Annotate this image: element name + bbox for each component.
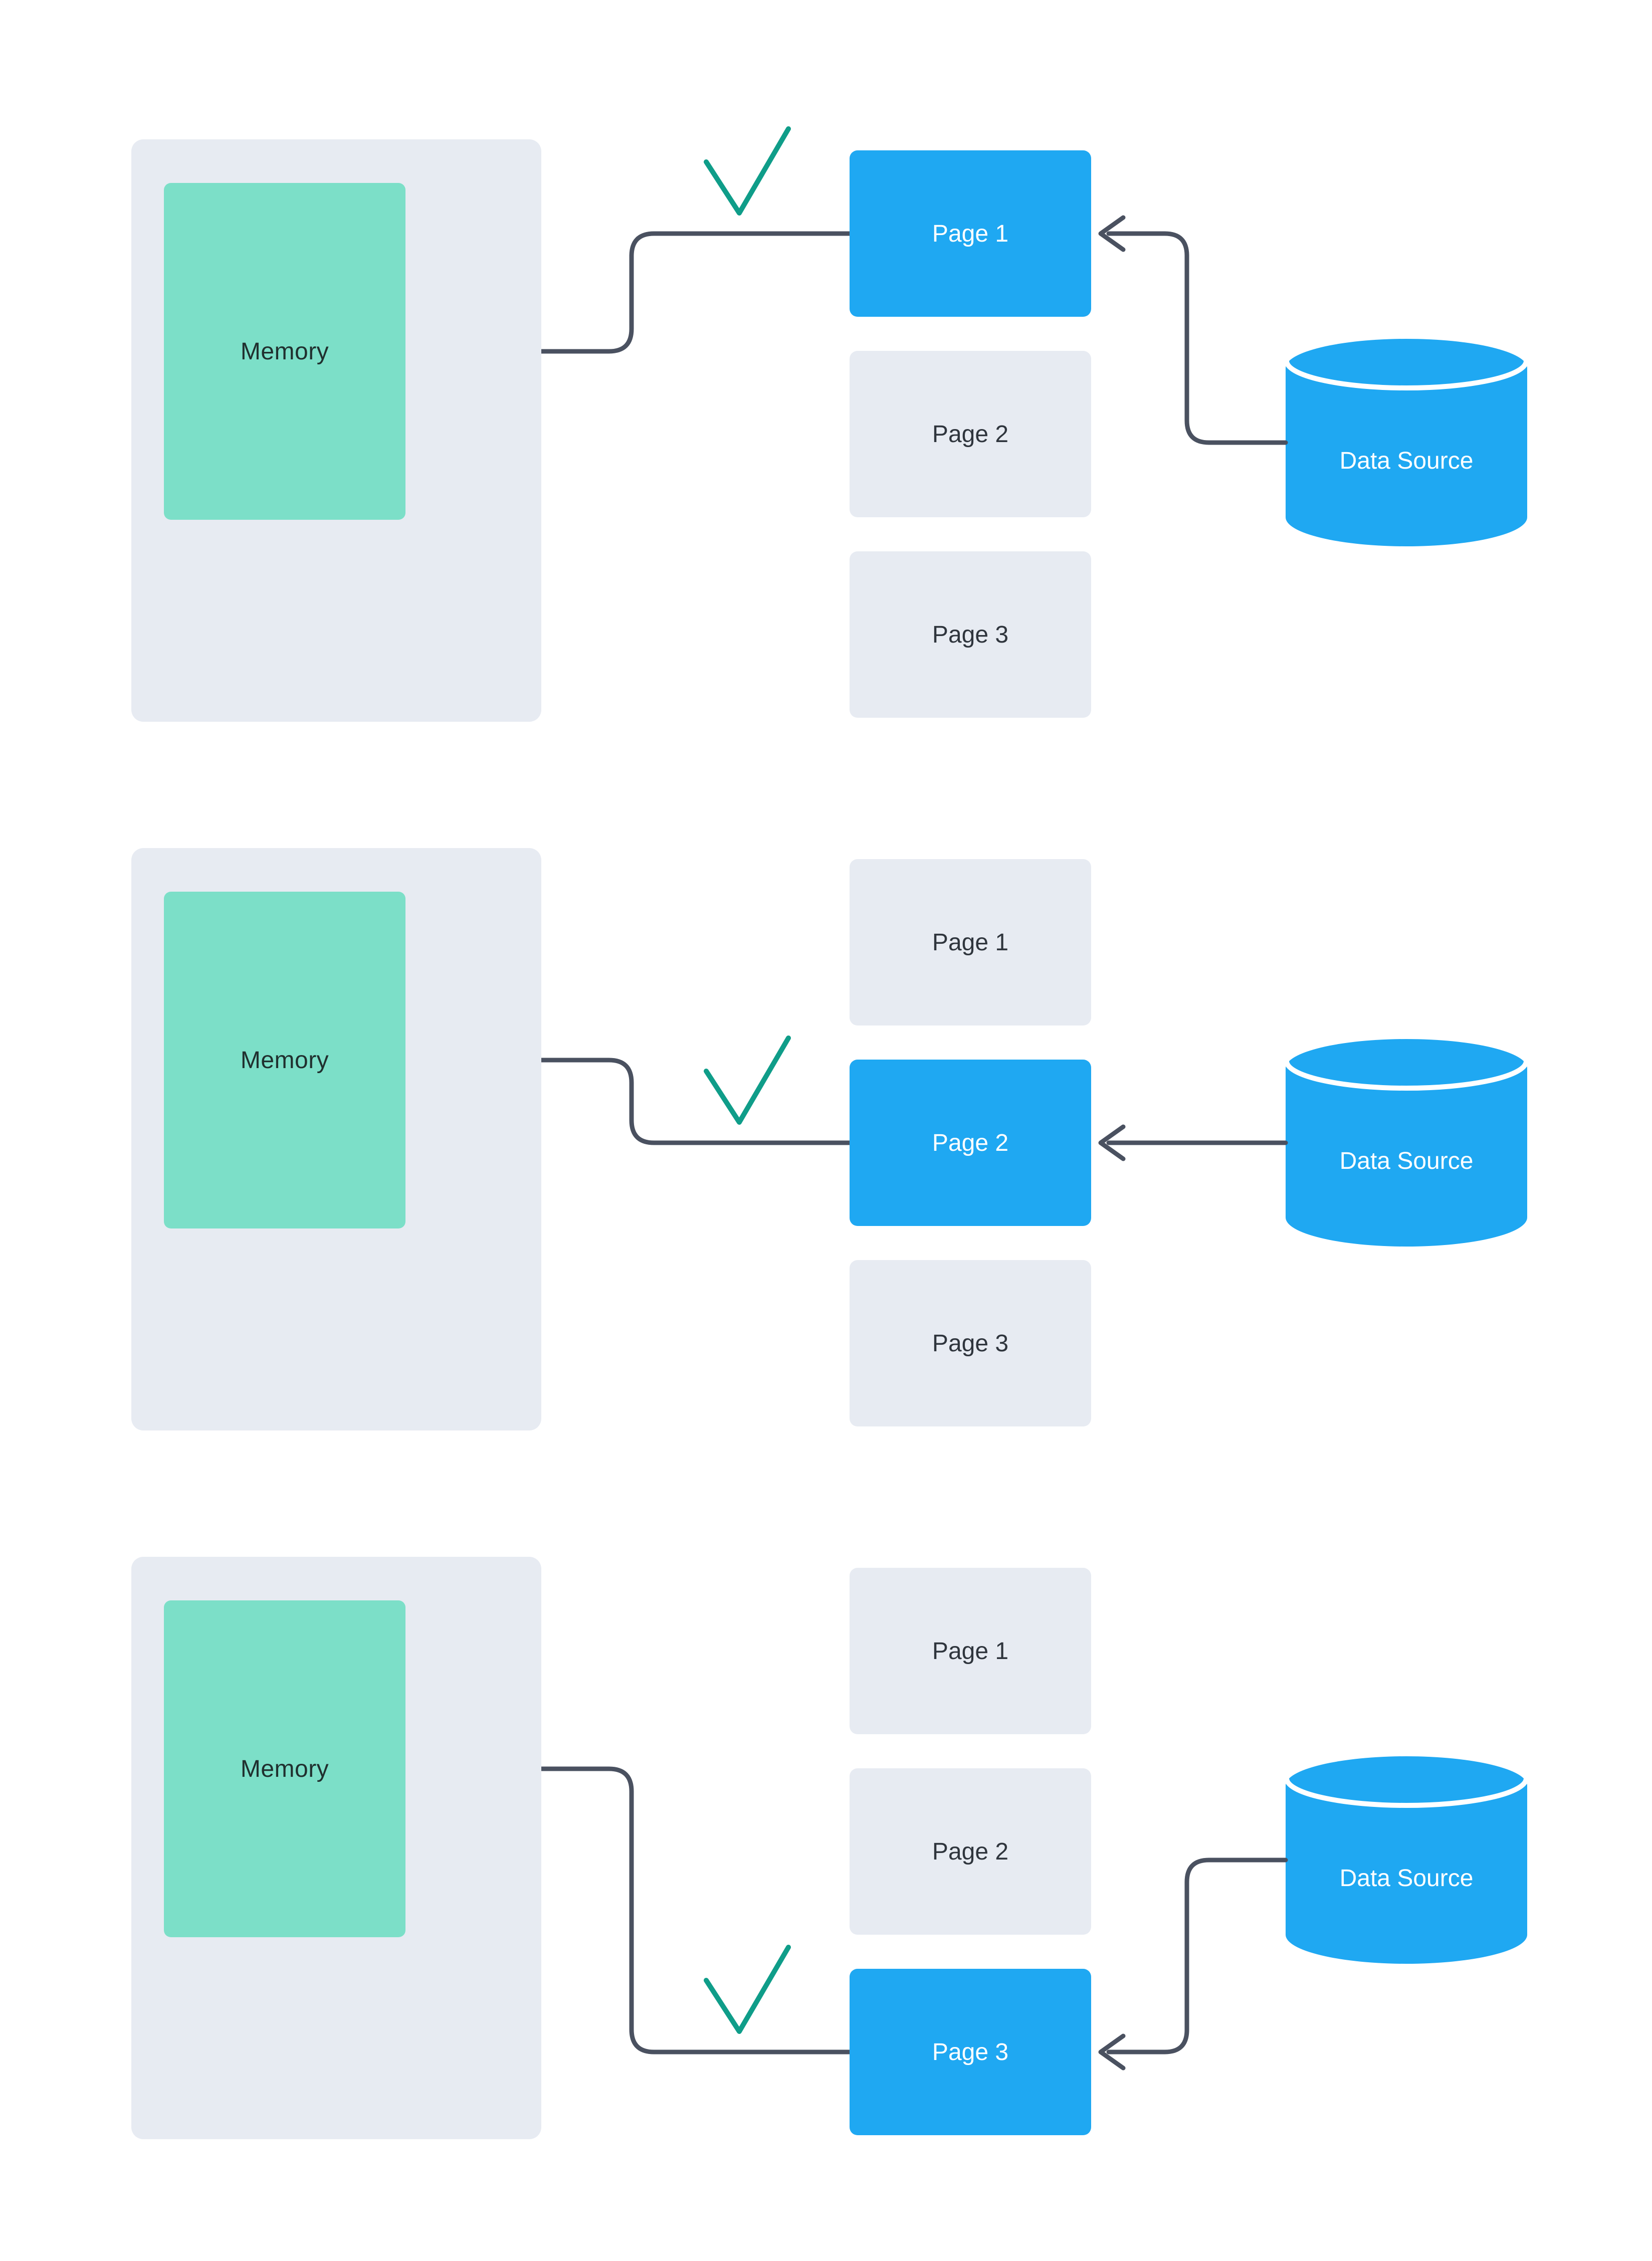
data-source-cylinder-icon — [1284, 1039, 1529, 1247]
memory-label: Memory — [240, 338, 329, 365]
page-label: Page 2 — [932, 421, 1009, 448]
data-source-label: Data Source — [1339, 1865, 1474, 1892]
data-source-cylinder-icon — [1284, 339, 1529, 546]
data-source-cylinder-icon — [1284, 1756, 1529, 1964]
memory-panel: Memory — [131, 1557, 541, 2139]
arrowhead-icon — [1098, 2033, 1126, 2071]
page-1-box: Page 1 — [850, 1568, 1091, 1734]
page-3-box: Page 3 — [850, 1260, 1091, 1426]
checkmark-icon — [704, 1036, 791, 1125]
checkmark-icon — [704, 1945, 791, 2034]
page-2-box: Page 2 — [850, 351, 1091, 517]
page-label: Page 3 — [932, 621, 1009, 648]
page-3-box: Page 3 — [850, 1969, 1091, 2135]
page-2-box: Page 2 — [850, 1768, 1091, 1935]
memory-box: Memory — [164, 183, 405, 520]
data-source-label: Data Source — [1339, 1148, 1474, 1174]
page-label: Page 3 — [932, 1330, 1009, 1357]
page-label: Page 2 — [932, 1129, 1009, 1156]
arrow-datasource-to-page1 — [1098, 215, 1288, 445]
arrowhead-icon — [1098, 215, 1126, 252]
page-1-box: Page 1 — [850, 859, 1091, 1025]
page-label: Page 1 — [932, 1637, 1009, 1665]
data-source-label: Data Source — [1339, 448, 1474, 474]
memory-box: Memory — [164, 892, 405, 1228]
page-1-box: Page 1 — [850, 150, 1091, 317]
arrow-datasource-to-page2 — [1098, 1124, 1288, 1161]
memory-panel: Memory — [131, 139, 541, 722]
page-label: Page 3 — [932, 2038, 1009, 2066]
page-label: Page 1 — [932, 220, 1009, 247]
page-3-box: Page 3 — [850, 551, 1091, 718]
memory-label: Memory — [240, 1047, 329, 1074]
memory-label: Memory — [240, 1755, 329, 1782]
page-2-box: Page 2 — [850, 1060, 1091, 1226]
memory-panel: Memory — [131, 848, 541, 1430]
page-label: Page 2 — [932, 1838, 1009, 1865]
checkmark-icon — [704, 126, 791, 216]
memory-box: Memory — [164, 1600, 405, 1937]
page-label: Page 1 — [932, 929, 1009, 956]
arrowhead-icon — [1098, 1124, 1126, 1161]
arrow-datasource-to-page3 — [1098, 1858, 1288, 2071]
